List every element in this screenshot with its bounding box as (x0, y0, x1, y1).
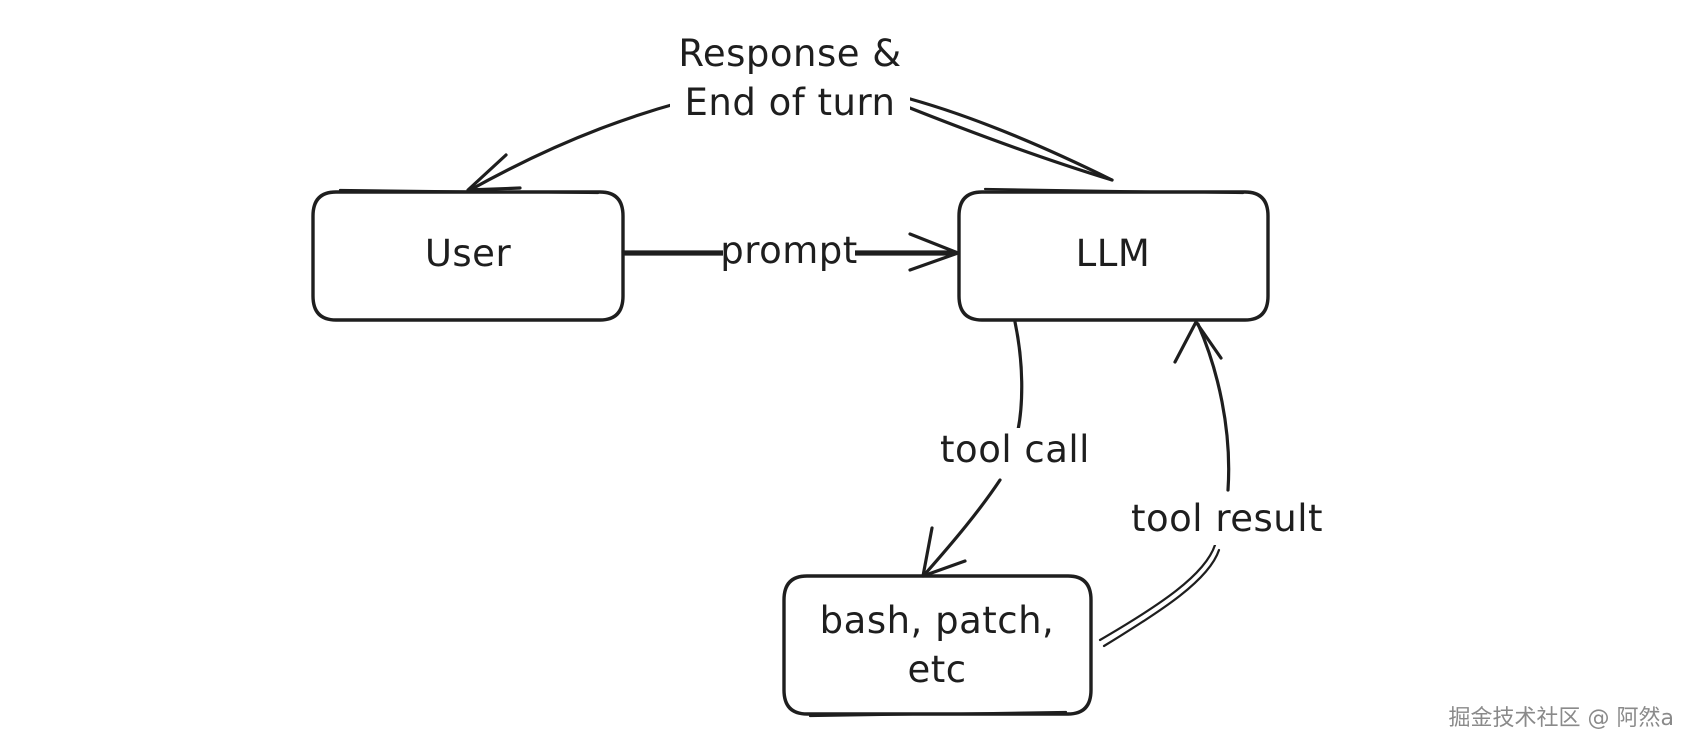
edge-tool-result-label-group: tool result (1122, 495, 1332, 545)
edge-prompt-label-group: prompt (720, 228, 858, 278)
arrowhead-tool-result (1173, 320, 1223, 364)
edge-prompt-label: prompt (720, 229, 858, 272)
node-llm: LLM (957, 187, 1270, 322)
edge-tool-result (1098, 320, 1231, 648)
arrowhead-response (466, 153, 522, 192)
node-tools-label-line2: etc (907, 648, 966, 691)
edge-tool-call-label: tool call (940, 428, 1090, 471)
node-tools: bash, patch, etc (782, 574, 1093, 718)
node-llm-label: LLM (1076, 232, 1151, 275)
node-user-label: User (425, 232, 512, 275)
edge-response-label-line1: Response & (678, 32, 901, 75)
node-tools-label-line1: bash, patch, (820, 599, 1055, 642)
node-user: User (311, 188, 625, 322)
edge-tool-call-label-group: tool call (935, 428, 1095, 476)
edge-response-label-line2: End of turn (685, 81, 896, 124)
watermark: 掘金技术社区 @ 阿然a (1448, 706, 1674, 731)
edge-response-label-group: Response & End of turn (670, 28, 910, 124)
edge-tool-result-label: tool result (1131, 497, 1323, 540)
